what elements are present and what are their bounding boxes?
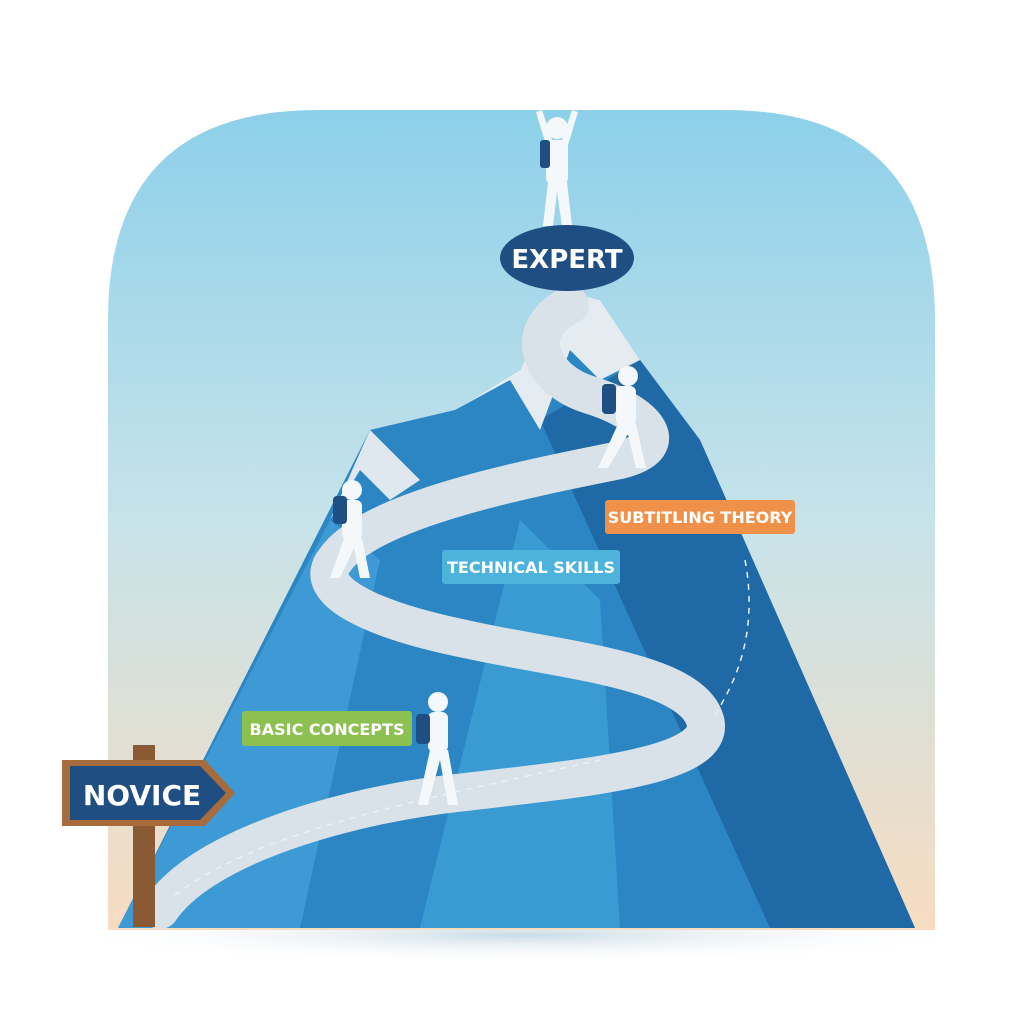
hiker-icon [330,480,370,578]
subtitling-theory-label: SUBTITLING THEORY [608,508,793,527]
dashed-trail [174,759,601,896]
expert-label: EXPERT [511,245,622,275]
dashed-trail [714,559,750,716]
hiker-icon [598,366,646,468]
expert-hiker-icon [536,110,578,226]
technical-skills-label: TECHNICAL SKILLS [447,558,615,577]
novice-label: NOVICE [83,779,201,812]
hiker-icon [416,692,458,805]
subtitling-theory-tag [605,500,795,534]
expert-badge [500,225,634,291]
basic-concepts-label: BASIC CONCEPTS [250,720,405,739]
technical-skills-tag [442,550,620,584]
novice-signpost [62,745,235,927]
basic-concepts-tag [242,711,412,746]
